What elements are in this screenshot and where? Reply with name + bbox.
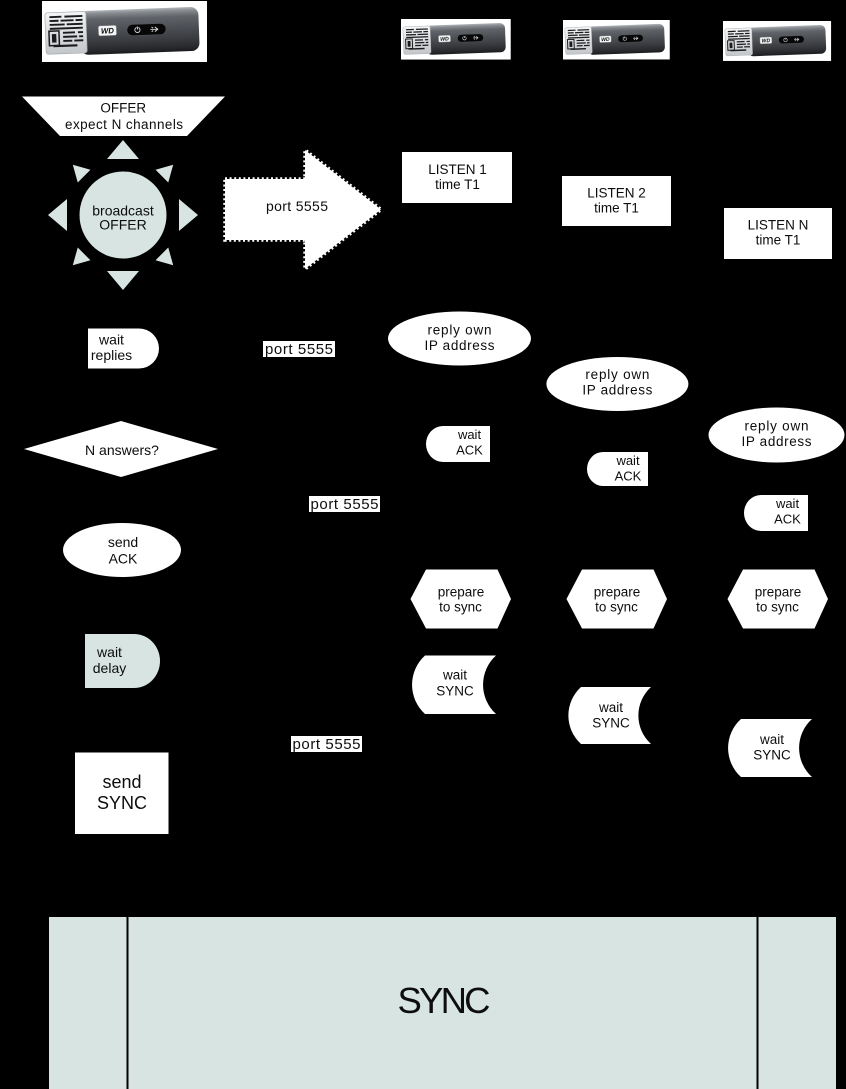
svg-text:port 5555: port 5555	[293, 736, 361, 753]
svg-text:ACK: ACK	[456, 443, 483, 458]
svg-text:SYNC: SYNC	[436, 684, 474, 699]
svg-text:wait: wait	[775, 496, 800, 511]
svg-text:LISTEN 1: LISTEN 1	[428, 162, 487, 177]
svg-text:time T1: time T1	[594, 201, 639, 216]
svg-text:IP address: IP address	[742, 434, 812, 449]
svg-text:reply own: reply own	[428, 323, 492, 338]
svg-text:port 5555: port 5555	[266, 198, 328, 214]
svg-text:OFFER: OFFER	[99, 217, 146, 233]
svg-text:delay: delay	[93, 660, 126, 676]
svg-text:wait: wait	[457, 427, 482, 442]
svg-text:SYNC: SYNC	[753, 748, 791, 763]
svg-text:ACK: ACK	[774, 512, 801, 527]
svg-text:OFFER: OFFER	[100, 101, 146, 116]
svg-text:ACK: ACK	[615, 469, 642, 484]
svg-text:send: send	[108, 534, 138, 550]
svg-text:N answers?: N answers?	[85, 442, 159, 458]
svg-text:wait: wait	[759, 732, 784, 747]
svg-text:replies: replies	[91, 347, 132, 363]
svg-text:SYNC: SYNC	[97, 793, 147, 813]
svg-text:prepare: prepare	[438, 584, 485, 599]
svg-text:wait: wait	[98, 332, 124, 348]
svg-text:send: send	[102, 772, 141, 792]
svg-text:SYNC: SYNC	[398, 980, 491, 1021]
svg-text:prepare: prepare	[755, 584, 802, 599]
svg-text:wait: wait	[598, 700, 623, 715]
svg-text:expect N channels: expect N channels	[65, 117, 183, 132]
svg-text:wait: wait	[615, 453, 640, 468]
svg-text:port 5555: port 5555	[265, 341, 333, 358]
svg-text:port 5555: port 5555	[311, 496, 379, 513]
svg-text:reply own: reply own	[745, 419, 809, 434]
svg-text:time T1: time T1	[435, 177, 480, 192]
svg-text:LISTEN N: LISTEN N	[748, 218, 809, 233]
svg-text:to sync: to sync	[756, 599, 799, 614]
svg-text:SYNC: SYNC	[592, 716, 630, 731]
svg-text:prepare: prepare	[594, 584, 641, 599]
svg-text:broadcast: broadcast	[92, 203, 154, 219]
svg-text:IP address: IP address	[425, 338, 495, 353]
svg-text:wait: wait	[442, 668, 467, 683]
svg-text:IP address: IP address	[582, 383, 652, 398]
svg-text:ACK: ACK	[109, 551, 138, 567]
svg-text:to sync: to sync	[595, 599, 638, 614]
svg-text:reply own: reply own	[585, 367, 649, 382]
svg-text:time T1: time T1	[756, 233, 801, 248]
svg-text:wait: wait	[96, 644, 122, 660]
svg-text:to sync: to sync	[439, 599, 482, 614]
svg-text:LISTEN 2: LISTEN 2	[587, 186, 646, 201]
